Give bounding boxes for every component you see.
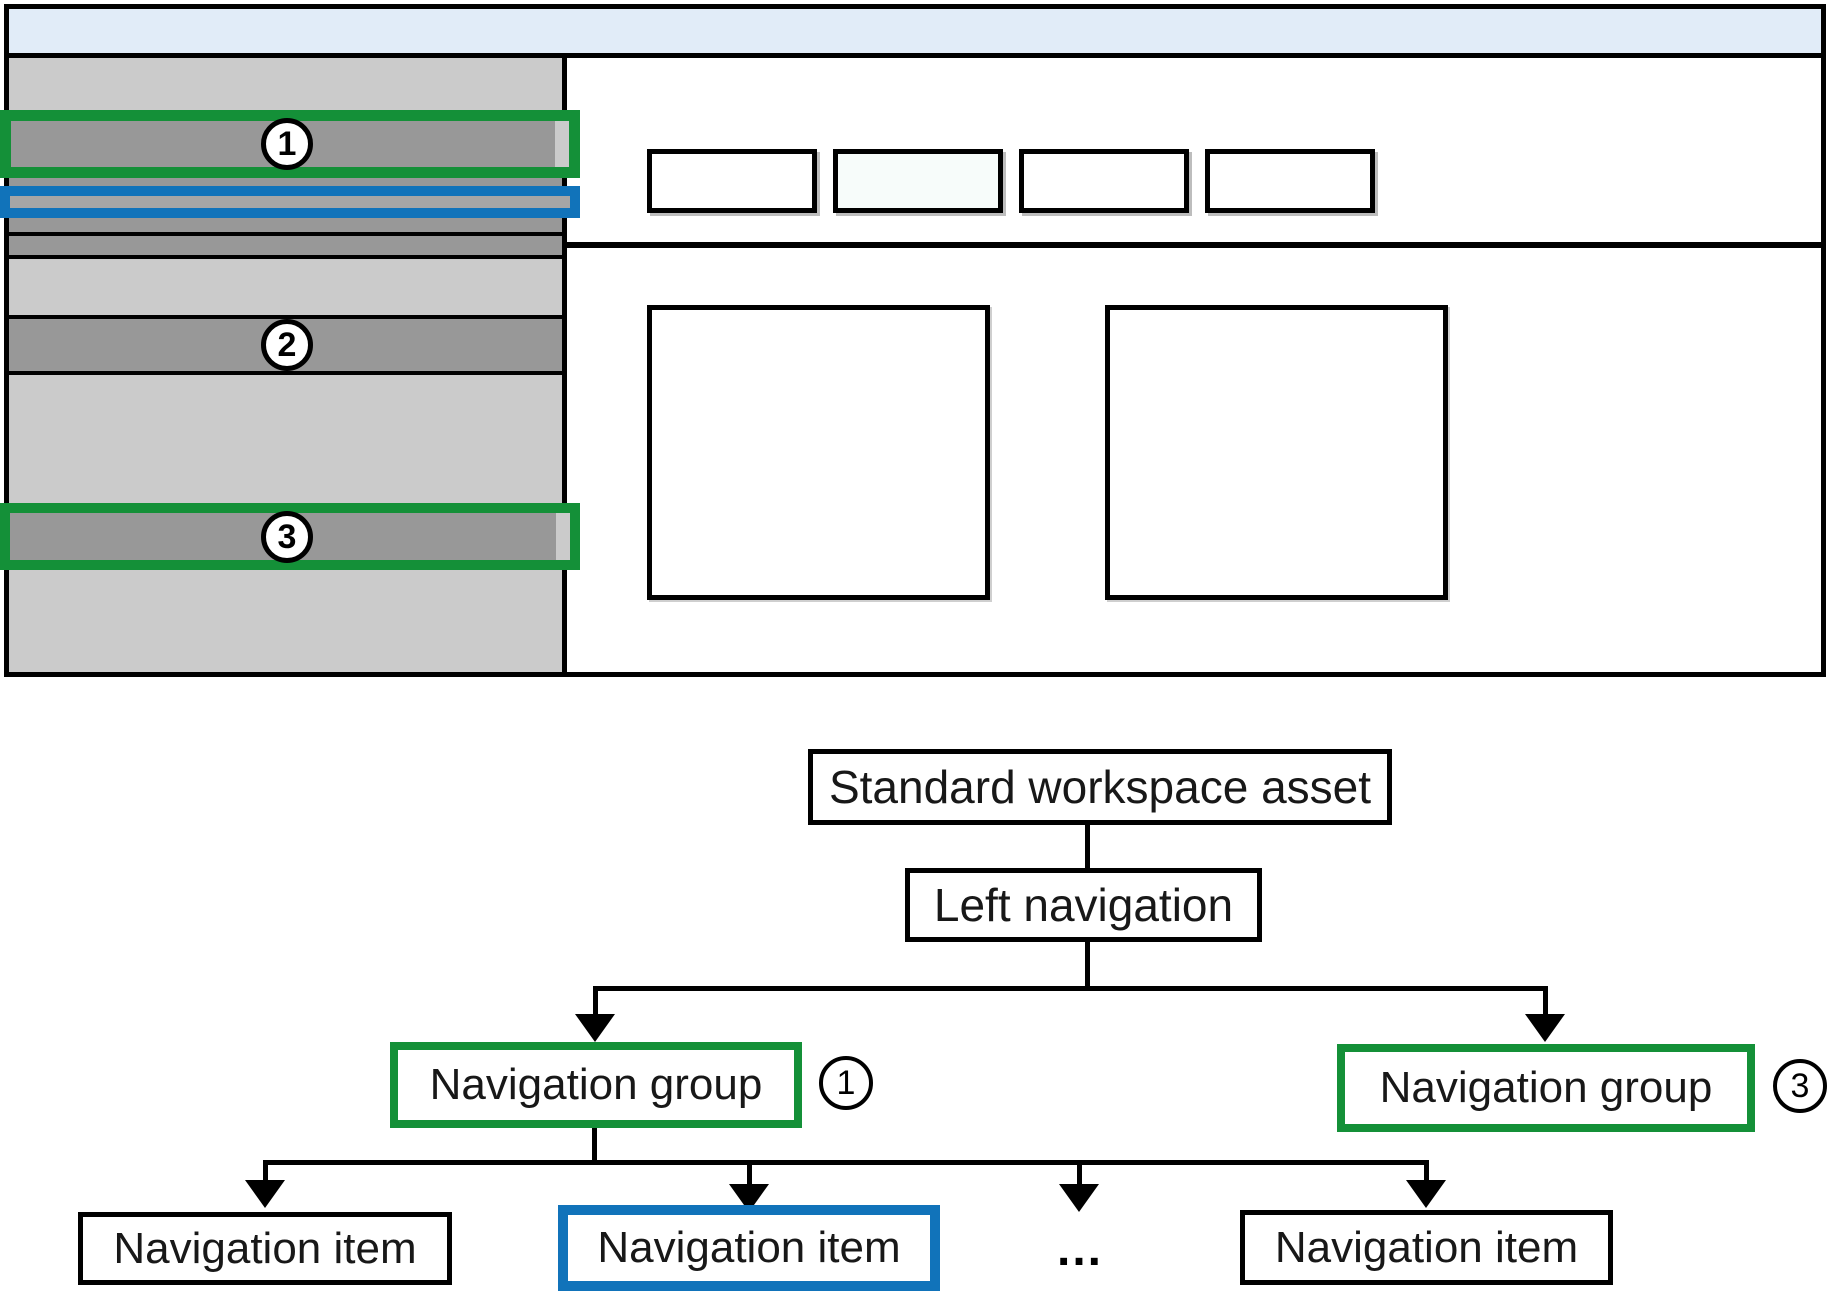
content-card-left: [647, 305, 990, 600]
content-tab-1: [647, 149, 817, 213]
left-navigation-sidebar: 1 2 3: [0, 58, 580, 672]
tree-marker-circle-1: 1: [819, 1056, 873, 1110]
content-separator-line: [567, 242, 1821, 248]
arrow-down-icon: [1525, 1014, 1565, 1042]
tree-connector: [1085, 822, 1090, 870]
app-header-bar: [4, 4, 1826, 55]
tree-branch-line-items: [263, 1160, 1428, 1165]
tree-connector: [1077, 1160, 1082, 1186]
marker-circle-2: 2: [261, 319, 313, 371]
tree-connector: [1543, 986, 1548, 1016]
tree-node-left-navigation: Left navigation: [905, 868, 1262, 942]
arrow-down-icon: [245, 1180, 285, 1208]
sidebar-divider: [9, 315, 562, 319]
tree-node-nav-item-1: Navigation item: [78, 1212, 452, 1285]
content-tab-4: [1205, 149, 1375, 213]
workspace-window: 1 2 3: [0, 53, 1826, 677]
content-card-right: [1105, 305, 1448, 600]
sidebar-divider: [9, 255, 562, 259]
nav-item-bar: [9, 236, 562, 255]
marker-circle-1: 1: [261, 118, 313, 170]
arrow-down-icon: [575, 1014, 615, 1042]
tree-connector: [747, 1160, 752, 1186]
sidebar-divider: [9, 371, 562, 375]
content-tab-3: [1019, 149, 1189, 213]
arrow-down-icon: [1059, 1184, 1099, 1212]
tree-connector: [592, 1128, 597, 1165]
tree-connector: [593, 986, 598, 1016]
content-tab-2-active: [833, 149, 1003, 213]
tree-node-nav-group-left: Navigation group: [390, 1042, 802, 1128]
tree-connector: [1424, 1160, 1429, 1182]
tree-node-nav-item-3: Navigation item: [1240, 1210, 1613, 1285]
tree-marker-circle-3: 3: [1773, 1059, 1827, 1113]
tree-node-nav-group-right: Navigation group: [1337, 1044, 1755, 1132]
sidebar-divider: [9, 232, 562, 236]
arrow-down-icon: [1406, 1180, 1446, 1208]
selected-nav-item-bar: [0, 186, 580, 218]
tree-node-nav-item-selected: Navigation item: [558, 1205, 940, 1291]
tree-branch-line-groups: [593, 986, 1548, 991]
marker-circle-3: 3: [261, 511, 313, 563]
tree-node-root: Standard workspace asset: [808, 749, 1392, 825]
tree-ellipsis: ...: [1056, 1223, 1103, 1276]
tree-connector: [263, 1160, 268, 1182]
tree-connector: [1085, 940, 1090, 988]
